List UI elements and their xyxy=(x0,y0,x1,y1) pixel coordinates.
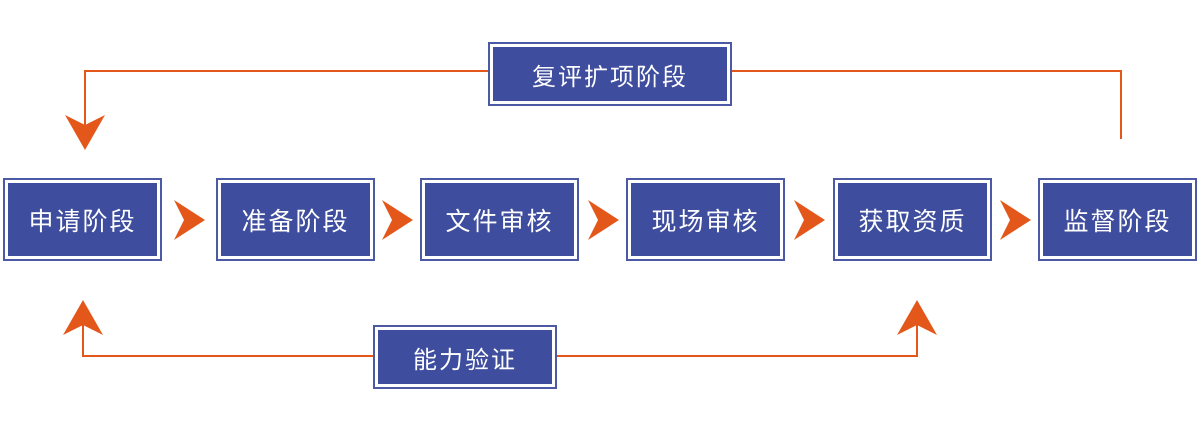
loop-box-reassessment-expansion: 复评扩项阶段 xyxy=(488,42,732,106)
flow-arrow-right-icon xyxy=(794,200,825,240)
flow-step-application: 申请阶段 xyxy=(3,178,162,261)
flow-arrow-right-icon xyxy=(174,200,205,240)
flow-arrow-right-icon xyxy=(382,200,413,240)
flow-step-obtain-qualification: 获取资质 xyxy=(833,178,992,261)
arrowhead-down-icon xyxy=(65,115,105,150)
top-loop-right-segment xyxy=(730,70,1122,139)
loop-box-proficiency-testing: 能力验证 xyxy=(373,325,557,389)
arrowhead-up-icon xyxy=(63,300,103,335)
bottom-loop-connector xyxy=(82,318,918,357)
top-loop-connector xyxy=(84,70,1122,139)
flow-step-document-review: 文件审核 xyxy=(420,178,579,261)
bottom-loop-left-segment xyxy=(82,318,375,357)
top-loop-left-segment xyxy=(84,70,490,132)
flow-step-preparation: 准备阶段 xyxy=(216,178,375,261)
bottom-loop-right-segment xyxy=(555,318,918,357)
flow-arrow-right-icon xyxy=(1000,200,1031,240)
flow-step-onsite-review: 现场审核 xyxy=(626,178,785,261)
arrowhead-up-icon xyxy=(897,300,937,335)
flow-arrow-right-icon xyxy=(588,200,619,240)
flow-step-supervision: 监督阶段 xyxy=(1038,178,1197,261)
